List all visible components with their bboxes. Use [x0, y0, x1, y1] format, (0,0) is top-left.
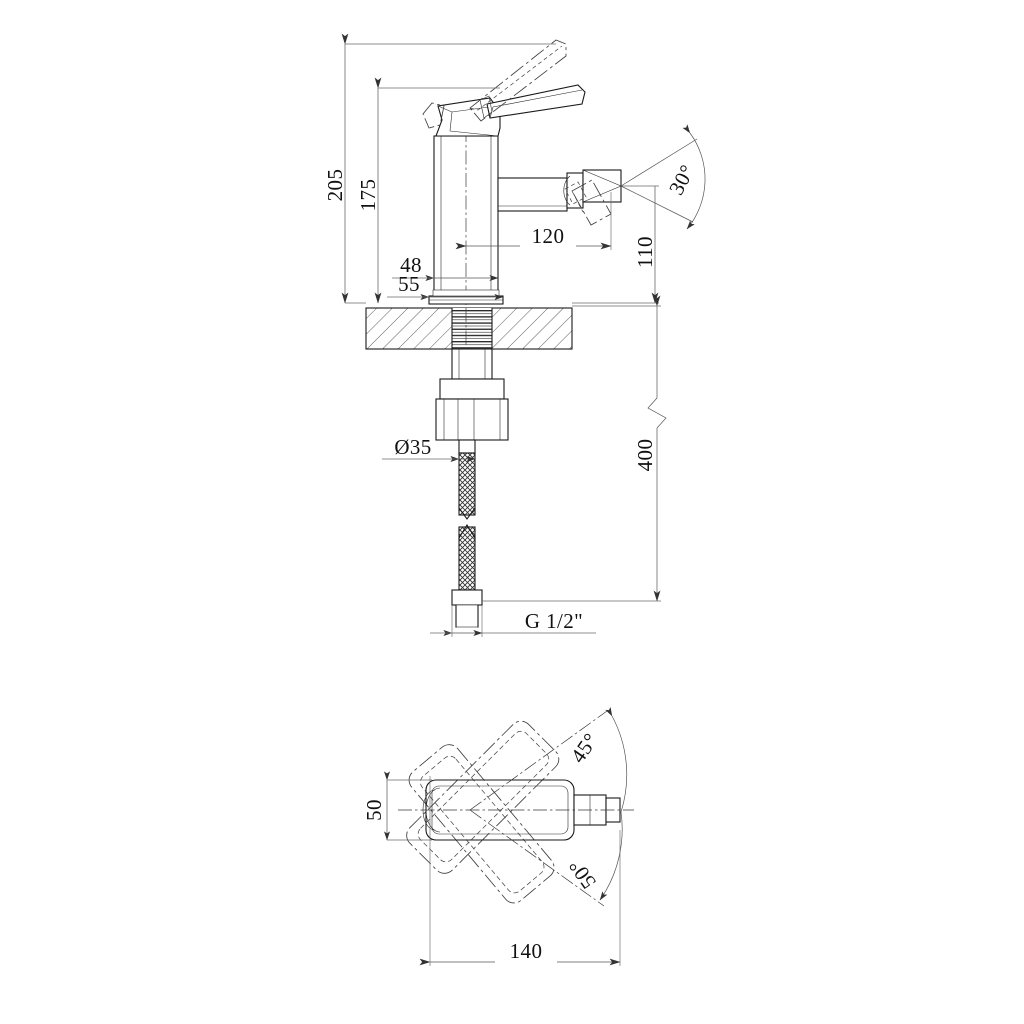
- dimension-label-55: 55: [398, 272, 420, 296]
- dimension-label-205: 205: [323, 169, 347, 202]
- dimension-label-g-half: G 1/2": [525, 609, 583, 633]
- dimension-label-175: 175: [356, 179, 380, 212]
- hose-upper-ferrule: [458, 439, 476, 454]
- aerator-head: [582, 169, 622, 203]
- flexible-hose-lower: [458, 523, 476, 591]
- dimension-label-110: 110: [633, 236, 657, 268]
- dimension-hose-length: 400: [482, 295, 667, 602]
- dimension-spout-height: 175: [356, 77, 500, 304]
- dimension-spout-reach: 120: [455, 192, 612, 250]
- front-elevation-view: 205 175 120 110 48: [323, 33, 706, 637]
- dimension-label-400: 400: [633, 439, 657, 472]
- lever-handle-open-phantom: [422, 39, 567, 129]
- dimension-label-48: 48: [400, 253, 422, 277]
- flexible-hose-upper: [458, 452, 476, 520]
- dimension-base-width: 55: [387, 272, 504, 300]
- dimension-label-120: 120: [532, 224, 565, 248]
- spout-swivel-collar: [563, 172, 584, 209]
- dimension-label-30deg: 30°: [664, 161, 700, 199]
- dimension-thread-size: G 1/2": [430, 605, 596, 637]
- dimension-label-45deg: 45°: [566, 729, 603, 768]
- dimension-aerator-swivel-angle: 30°: [620, 124, 706, 230]
- lever-phantom-rotated-50: [408, 744, 555, 904]
- dimension-label-50deg: 50°: [564, 855, 601, 894]
- dimension-overall-height: 205: [323, 33, 556, 304]
- mounting-shank: [451, 348, 493, 380]
- dimension-label-50: 50: [362, 799, 386, 821]
- top-plan-view: 45° 50° 50 140: [362, 707, 634, 966]
- dimension-label-d35: Ø35: [394, 435, 431, 459]
- dimension-label-140: 140: [510, 939, 543, 963]
- hose-end-connector: [451, 589, 483, 628]
- dimension-shank-diameter: Ø35: [382, 435, 476, 462]
- dimension-plan-width: 140: [419, 776, 621, 966]
- spout-arm: [497, 177, 568, 212]
- dimension-body-width: 48: [392, 253, 499, 281]
- dimension-plan-depth: 50: [362, 771, 432, 841]
- fixing-nut: [435, 378, 509, 441]
- countertop-section: [365, 307, 573, 350]
- lever-handle-closed: [479, 84, 586, 119]
- lever-phantom-rotated-45: [406, 720, 560, 874]
- dimension-aerator-height: 110: [572, 185, 659, 304]
